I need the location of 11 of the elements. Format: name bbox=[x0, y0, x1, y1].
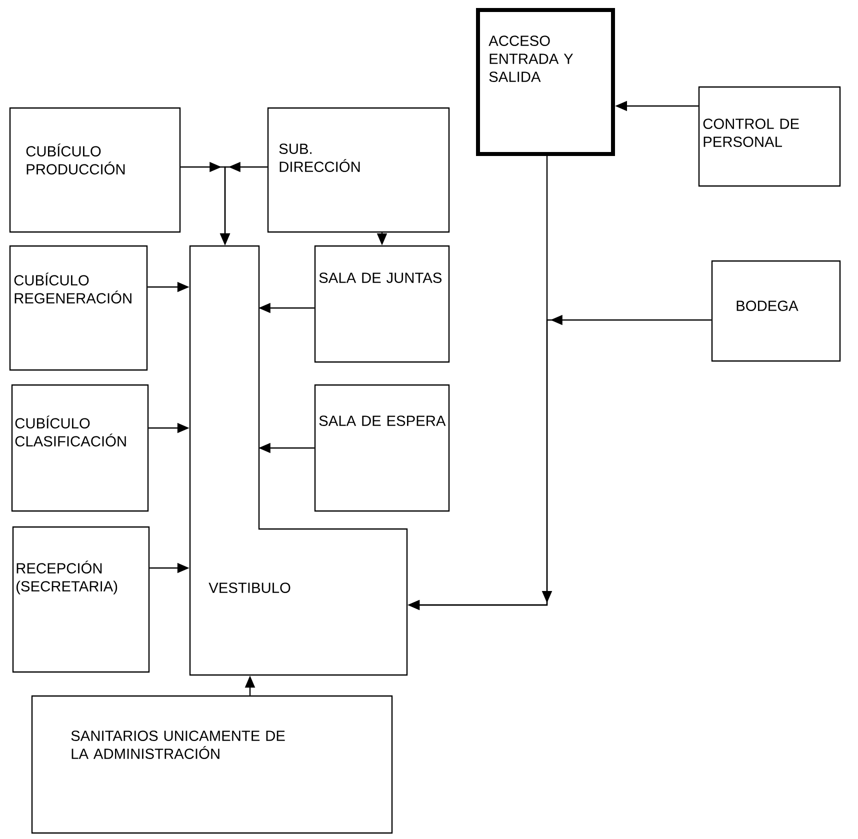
room-box: ACCESO ENTRADA Y SALIDA bbox=[476, 8, 615, 156]
room-box: CUBÍCULO PRODUCCIÓN bbox=[9, 107, 181, 233]
room-box: SUB. DIRECCIÓN bbox=[267, 107, 450, 233]
room-box: CUBÍCULO CLASIFICACIÓN bbox=[11, 384, 149, 512]
room-box: SANITARIOS UNICAMENTE DE LA ADMINISTRACIÓN bbox=[31, 695, 393, 834]
room-box: BODEGA bbox=[711, 260, 841, 362]
room-box: RECEPCIÓN (SECRETARIA) bbox=[12, 526, 150, 673]
room-box: CUBÍCULO REGENERACIÓN bbox=[9, 245, 148, 371]
room-box: SALA DE ESPERA bbox=[314, 384, 450, 512]
room-box: CONTROL DE PERSONAL bbox=[698, 86, 841, 187]
room-box: SALA DE JUNTAS bbox=[314, 245, 450, 363]
